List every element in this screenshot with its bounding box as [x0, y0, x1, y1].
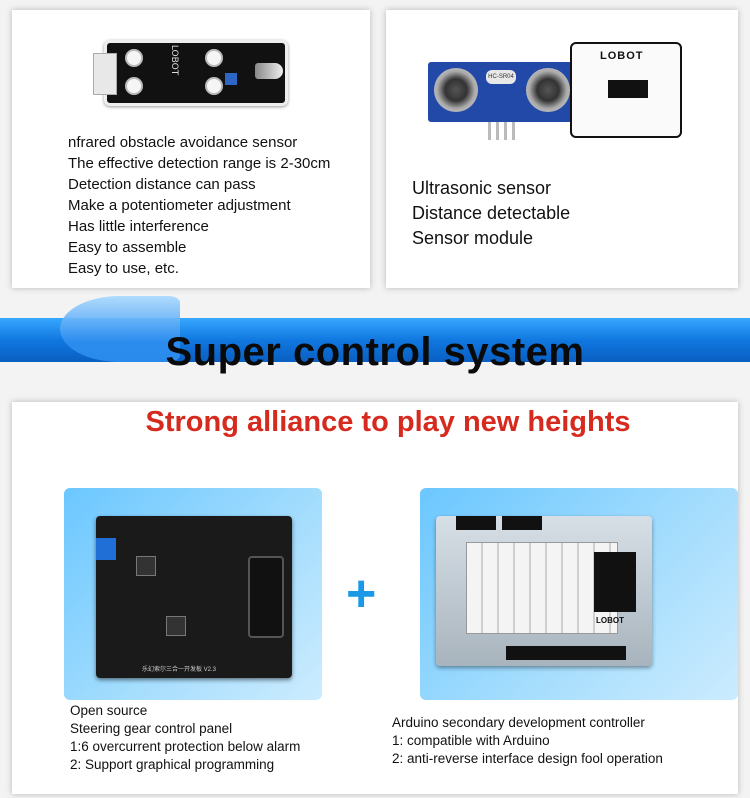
arduino-description: Arduino secondary development controller… — [392, 714, 742, 768]
ultrasonic-adapter-image: LOBOT — [570, 42, 682, 138]
potentiometer — [225, 73, 237, 85]
left-line: Open source — [70, 703, 148, 718]
header — [456, 516, 496, 530]
ir-line: Has little interference — [68, 218, 209, 235]
header — [506, 646, 626, 660]
ir-line: nfrared obstacle avoidance sensor — [68, 134, 298, 151]
ir-sensor-board-image: LOBOT — [93, 40, 288, 106]
shield-logo: LOBOT — [596, 616, 624, 625]
adapter-socket — [608, 80, 648, 98]
left-line: Steering gear control panel — [70, 721, 233, 736]
module-socket — [594, 552, 636, 612]
ir-line: Easy to assemble — [68, 239, 187, 256]
section-subtitle: Strong alliance to play new heights — [145, 406, 631, 438]
plus-symbol: + — [346, 565, 377, 623]
steering-board-description: Open source Steering gear control panel … — [70, 702, 390, 774]
module-label: HC-SR04 — [486, 70, 516, 84]
banner-swoosh-decoration — [60, 296, 180, 362]
ir-board-logo: LOBOT — [169, 44, 180, 76]
mount-hole — [125, 49, 143, 67]
ir-line: Detection distance can pass — [68, 176, 256, 193]
mount-hole — [125, 77, 143, 95]
adapter-logo: LOBOT — [600, 50, 644, 62]
mount-hole — [205, 49, 223, 67]
us-line: Sensor module — [412, 228, 534, 248]
chip — [136, 556, 156, 576]
ultrasonic-description: Ultrasonic sensor Distance detectable Se… — [412, 176, 732, 251]
ir-line: The effective detection range is 2-30cm — [68, 155, 331, 172]
left-line: 1:6 overcurrent protection below alarm — [70, 739, 301, 754]
ir-led — [255, 63, 283, 79]
ir-sensor-description: nfrared obstacle avoidance sensor The ef… — [68, 132, 368, 279]
us-line: Distance detectable — [412, 203, 571, 223]
ir-sensor-card: LOBOT nfrared obstacle avoidance sensor … — [12, 10, 370, 288]
ir-line: Easy to use, etc. — [68, 260, 179, 277]
arduino-shield-image: LOBOT — [436, 516, 652, 666]
pin — [496, 122, 499, 140]
us-line: Ultrasonic sensor — [412, 178, 552, 198]
ultrasonic-transducer — [526, 68, 570, 112]
pin — [512, 122, 515, 140]
pin — [488, 122, 491, 140]
right-line: 1: compatible with Arduino — [392, 733, 550, 748]
header — [502, 516, 542, 530]
gamepad-socket — [248, 556, 284, 638]
pin — [504, 122, 507, 140]
power-terminal — [96, 538, 116, 560]
left-line: 2: Support graphical programming — [70, 757, 275, 772]
ir-line: Make a potentiometer adjustment — [68, 197, 291, 214]
ultrasonic-transducer — [434, 68, 478, 112]
ultrasonic-card: HC-SR04 LOBOT Ultrasonic sensor Distance… — [386, 10, 738, 288]
board-label: 乐幻索尔三合一开发板 V2.3 — [142, 667, 217, 673]
chip — [166, 616, 186, 636]
servo-connector-grid — [466, 542, 618, 634]
banner-title: Super control system — [165, 330, 585, 374]
ir-connector — [93, 53, 117, 95]
mount-hole — [205, 77, 223, 95]
right-line: 2: anti-reverse interface design fool op… — [392, 751, 663, 766]
right-line: Arduino secondary development controller — [392, 715, 645, 730]
steering-gear-board-image: 乐幻索尔三合一开发板 V2.3 — [96, 516, 292, 678]
ultrasonic-board-image: HC-SR04 — [428, 62, 578, 140]
